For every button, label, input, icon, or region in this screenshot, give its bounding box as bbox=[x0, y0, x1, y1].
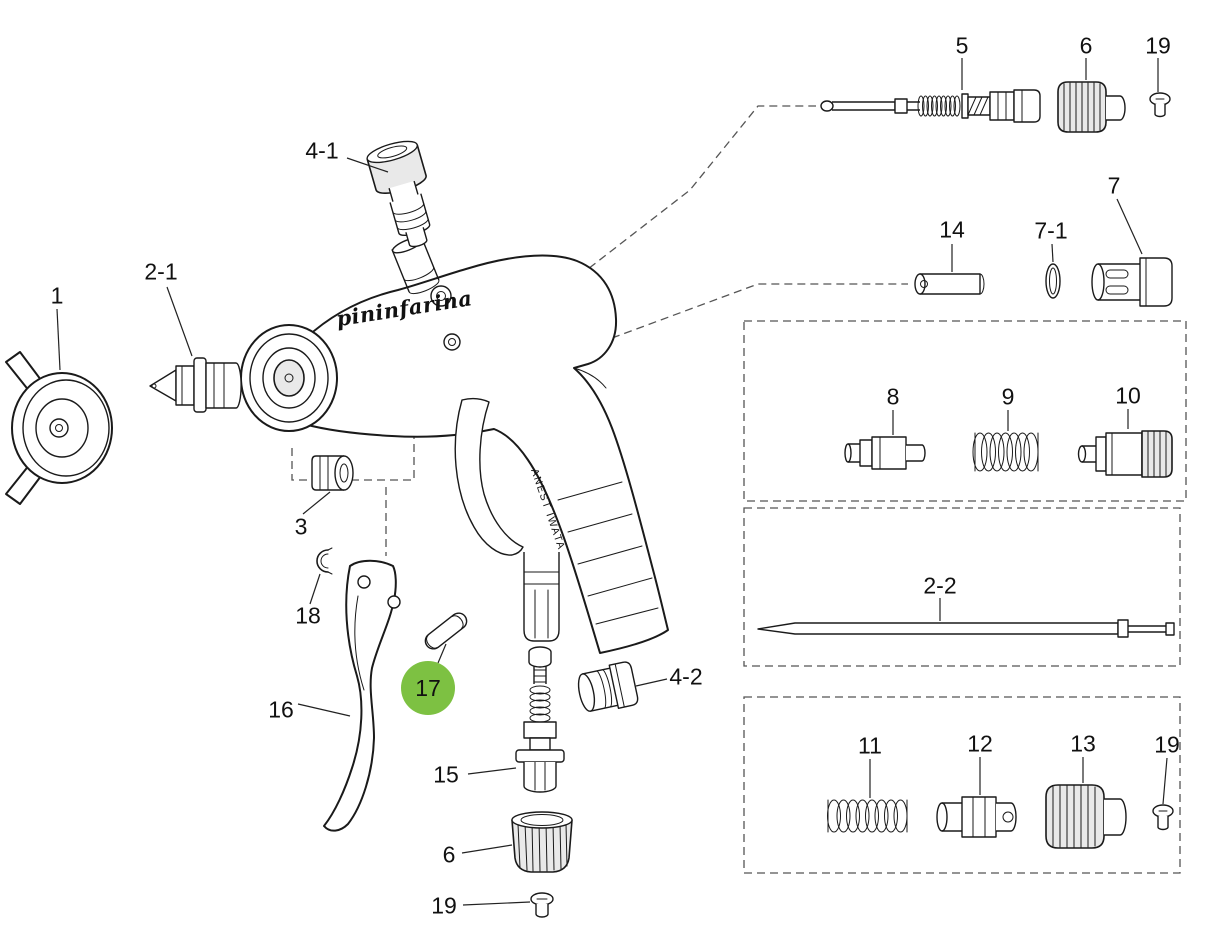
part-label-2-1[interactable]: 2-1 bbox=[144, 258, 178, 285]
part-label-6-bottom[interactable]: 6 bbox=[442, 841, 456, 868]
part-1-drawing bbox=[5, 351, 113, 505]
part-label-2-2[interactable]: 2-2 bbox=[923, 572, 957, 599]
part-2-2-drawing bbox=[757, 619, 1175, 638]
part-label-3[interactable]: 3 bbox=[294, 513, 308, 540]
part-label-19-top[interactable]: 19 bbox=[1145, 32, 1171, 59]
part-10-drawing bbox=[1077, 430, 1173, 478]
part-label-5[interactable]: 5 bbox=[955, 32, 969, 59]
part-label-7-1[interactable]: 7-1 bbox=[1034, 217, 1068, 244]
part-19-right-drawing bbox=[1152, 804, 1174, 831]
part-4-1-drawing bbox=[366, 140, 431, 248]
part-label-4-1[interactable]: 4-1 bbox=[305, 137, 339, 164]
gun-body-drawing: pininfarina ANEST IWATA bbox=[240, 236, 669, 654]
part-label-11[interactable]: 11 bbox=[858, 732, 882, 759]
dashed-group-boxes bbox=[743, 320, 1187, 874]
part-14-drawing bbox=[914, 273, 985, 295]
part-11-drawing bbox=[827, 799, 908, 833]
part-16-drawing bbox=[323, 559, 401, 832]
part-label-17-highlighted[interactable]: 17 bbox=[401, 661, 455, 715]
part-label-18[interactable]: 18 bbox=[295, 602, 321, 629]
part-label-13[interactable]: 13 bbox=[1070, 730, 1096, 757]
part-8-drawing bbox=[844, 436, 926, 470]
part-label-15[interactable]: 15 bbox=[433, 761, 459, 788]
part-5-drawing bbox=[820, 89, 1041, 123]
part-label-9[interactable]: 9 bbox=[1001, 383, 1015, 410]
leader-lines bbox=[56, 58, 1168, 906]
part-9-drawing bbox=[972, 432, 1039, 472]
part-13-drawing bbox=[1045, 784, 1127, 849]
part-3-drawing bbox=[311, 455, 354, 491]
part-15-drawing bbox=[515, 646, 565, 793]
part-label-7[interactable]: 7 bbox=[1107, 172, 1121, 199]
part-19-top-drawing bbox=[1149, 92, 1171, 118]
part-label-8[interactable]: 8 bbox=[886, 383, 900, 410]
part-label-1[interactable]: 1 bbox=[50, 282, 64, 309]
part-label-14[interactable]: 14 bbox=[939, 216, 965, 243]
part-label-4-2[interactable]: 4-2 bbox=[669, 663, 703, 690]
part-19-bottom-drawing bbox=[530, 892, 554, 918]
part-6-top-drawing bbox=[1057, 81, 1126, 133]
part-12-drawing bbox=[936, 796, 1017, 838]
part-label-19-right[interactable]: 19 bbox=[1154, 731, 1180, 758]
part-6-bottom-drawing bbox=[511, 811, 573, 873]
part-17-drawing bbox=[424, 612, 468, 650]
part-label-16[interactable]: 16 bbox=[268, 696, 294, 723]
part-18-drawing bbox=[316, 547, 333, 575]
part-7-drawing bbox=[1091, 257, 1173, 307]
part-2-1-drawing bbox=[149, 357, 242, 413]
part-label-10[interactable]: 10 bbox=[1115, 382, 1141, 409]
part-4-2-drawing bbox=[577, 661, 639, 712]
part-label-12[interactable]: 12 bbox=[967, 730, 993, 757]
part-label-19-bottom[interactable]: 19 bbox=[431, 892, 457, 919]
part-7-1-drawing bbox=[1045, 263, 1061, 299]
part-label-6-top[interactable]: 6 bbox=[1079, 32, 1093, 59]
